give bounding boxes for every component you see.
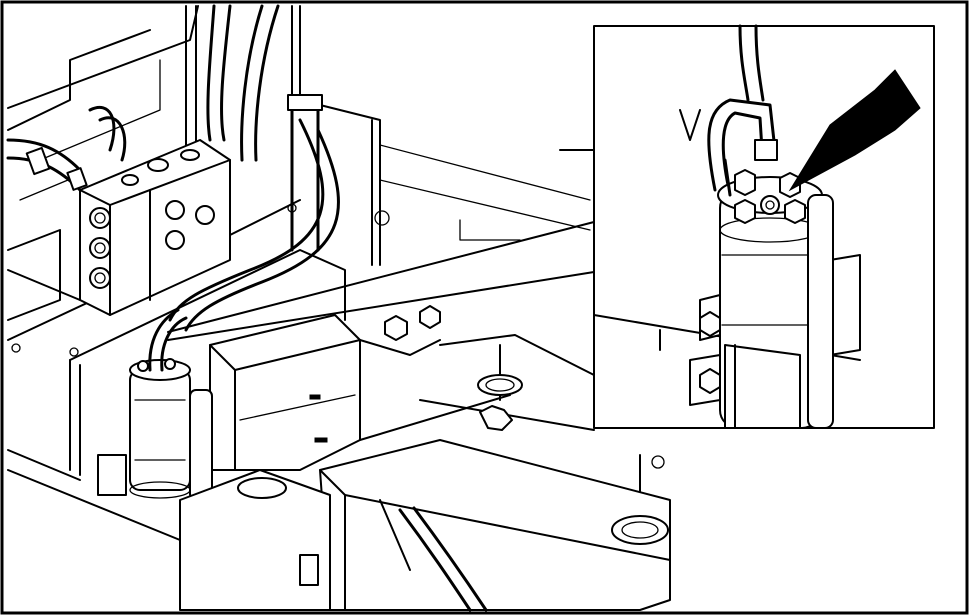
main-scene (6, 4, 671, 612)
center-bolts (359, 210, 441, 356)
frame-rails (185, 5, 595, 266)
leader-lines (167, 221, 595, 341)
detail-inset (593, 24, 935, 429)
arrow-icon (788, 69, 921, 192)
mounting-plate (11, 203, 346, 476)
hose-bundle (168, 4, 340, 332)
detail-bracket (689, 294, 801, 429)
block-fittings (89, 200, 215, 289)
valve-block (79, 139, 231, 316)
bottom-block (319, 439, 671, 612)
detail-top-fittings (707, 98, 806, 224)
lower-right-housing (359, 334, 671, 561)
bottom-left-cover (7, 449, 331, 611)
left-fittings (6, 106, 127, 192)
